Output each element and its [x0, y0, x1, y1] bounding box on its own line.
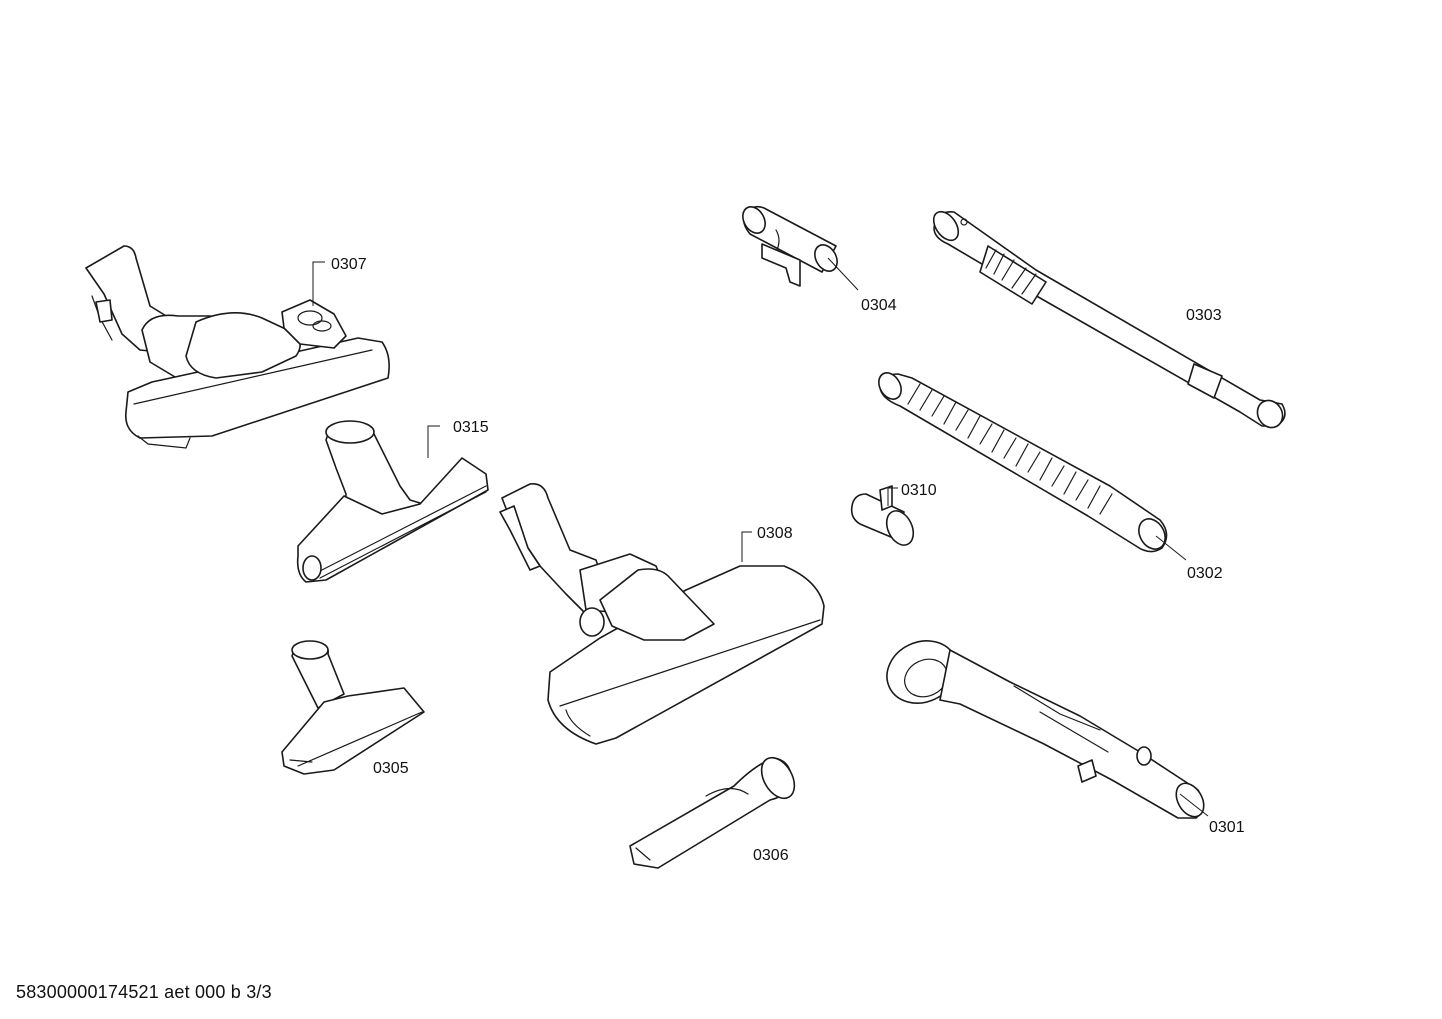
part-0308-large-floor-nozzle: [499, 482, 825, 745]
part-0303-telescopic-tube: [932, 210, 1286, 429]
label-0310: 0310: [901, 482, 937, 499]
label-0301: 0301: [1209, 819, 1245, 836]
hose-corrugations: [907, 383, 1113, 515]
part-0310-sleeve: [850, 485, 915, 546]
label-0305: 0305: [373, 760, 409, 777]
leader-0301: [1179, 793, 1209, 817]
leader-0304: [827, 257, 859, 291]
leader-0315: [427, 425, 440, 458]
leader-0308: [741, 531, 752, 562]
label-0302: 0302: [1187, 565, 1223, 582]
part-0306-crevice-nozzle: [629, 756, 796, 869]
part-0307-floor-nozzle: [85, 245, 390, 449]
leader-0307: [312, 261, 325, 306]
part-0305-upholstery-nozzle: [281, 640, 425, 775]
label-0307: 0307: [331, 256, 367, 273]
label-0306: 0306: [753, 847, 789, 864]
part-0301-handle: [886, 640, 1205, 819]
label-0308: 0308: [757, 525, 793, 542]
part-0302-flexible-hose: [878, 372, 1168, 553]
label-0304: 0304: [861, 297, 897, 314]
label-0315: 0315: [453, 419, 489, 436]
part-0304-adapter-clip: [742, 205, 838, 287]
leader-0302: [1155, 535, 1187, 561]
part-0315-hard-floor-nozzle: [296, 420, 489, 583]
label-0303: 0303: [1186, 307, 1222, 324]
leader-0310: [887, 487, 898, 506]
document-code: 58300000174521 aet 000 b 3/3: [16, 982, 272, 1002]
